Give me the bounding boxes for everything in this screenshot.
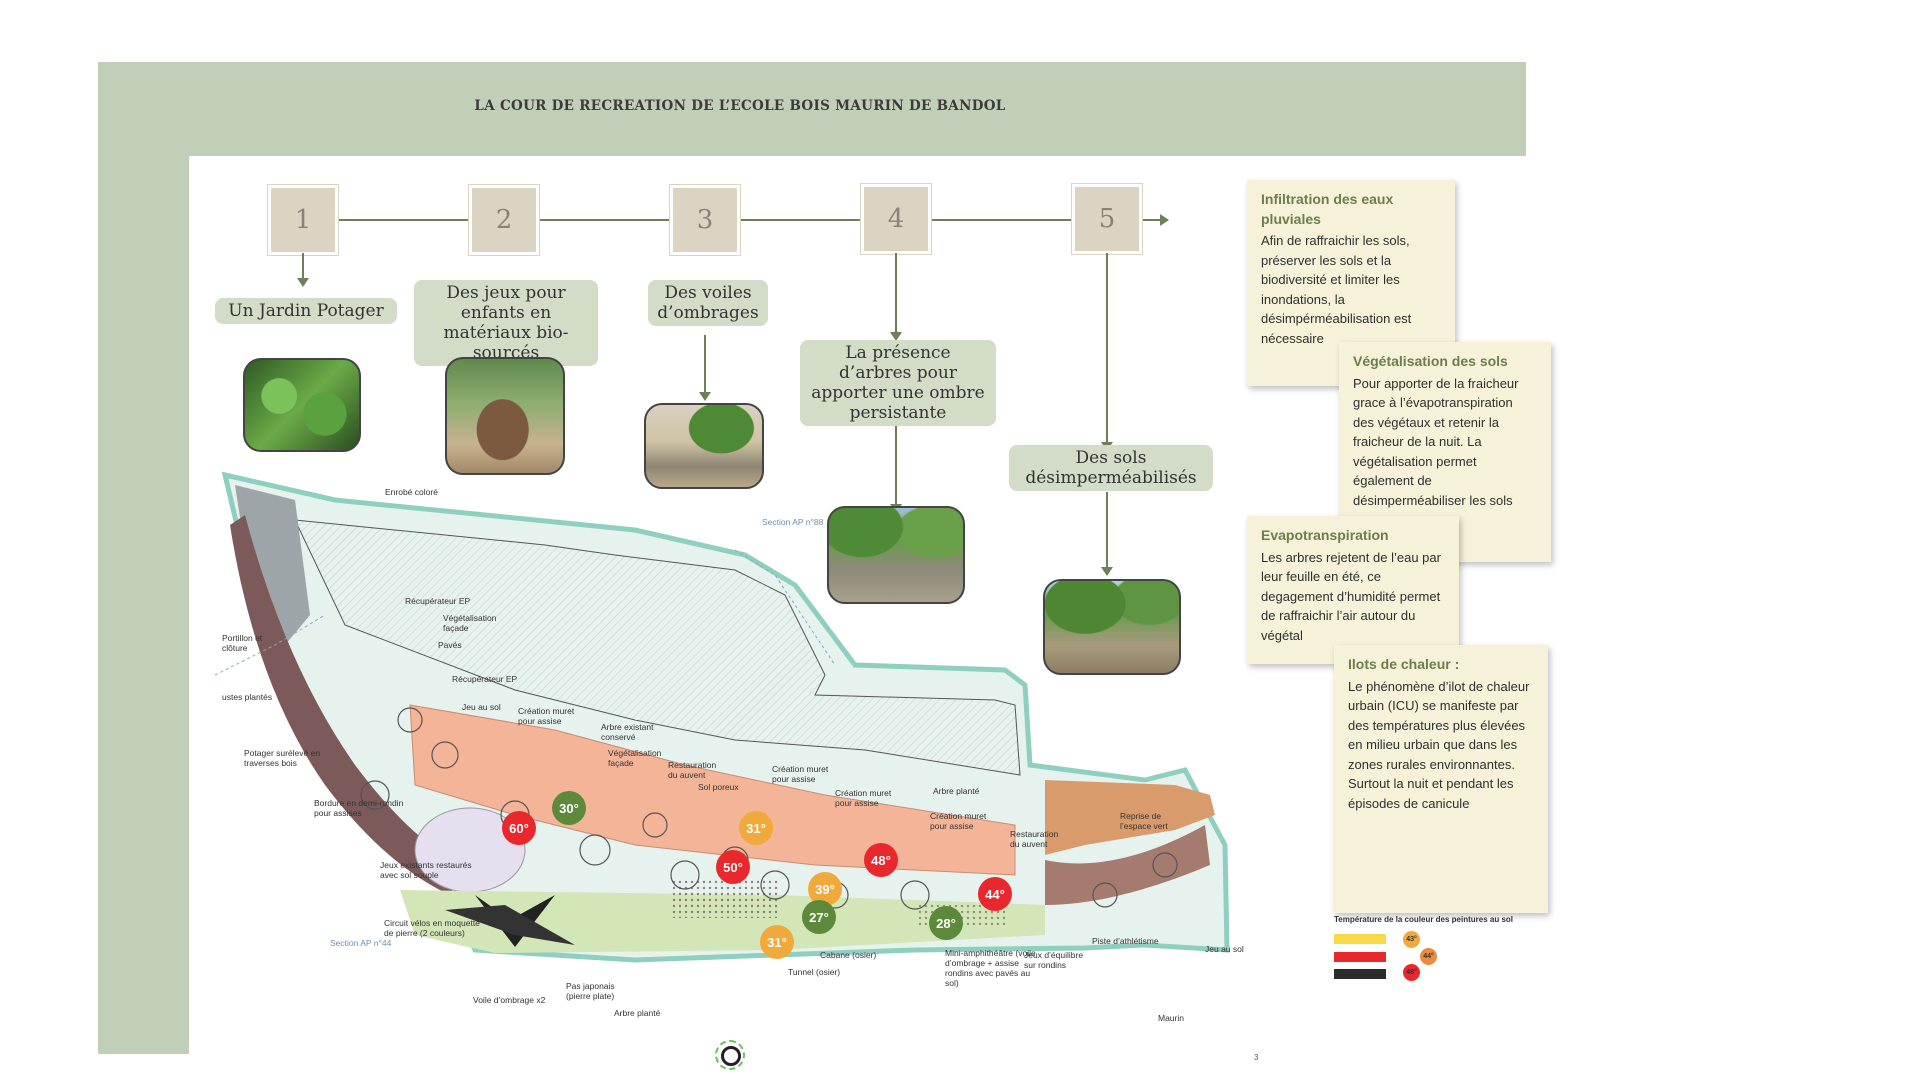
- permeable-ground-photo: [1043, 579, 1181, 675]
- shade-sail-2: [445, 905, 575, 945]
- step-5-arrow-2: [1101, 492, 1113, 576]
- temperature-marker: 44°: [978, 877, 1012, 911]
- label-muret-1: Création muret pour assise: [518, 706, 575, 726]
- label-section-1: Section AP n°88: [762, 517, 824, 527]
- temperature-marker: 27°: [802, 900, 836, 934]
- trees-photo: [827, 506, 965, 604]
- note-title: Infiltration des eaux pluviales: [1261, 191, 1394, 227]
- note-ilots-chaleur: Ilots de chaleur : Le phénomène d’ilot d…: [1334, 645, 1548, 913]
- label-arbre-plante: Arbre planté: [933, 786, 980, 796]
- step-1-label: Un Jardin Potager: [215, 298, 397, 324]
- legend-swatch-yellow: [1334, 934, 1386, 944]
- label-arbre-plante-2: Arbre planté: [614, 1008, 661, 1018]
- note-text: Les arbres rejetent de l’eau par leur fe…: [1261, 549, 1441, 643]
- label-enrobe: Enrobé coloré: [385, 487, 438, 497]
- cadastral-line: [215, 614, 326, 676]
- legend-temp: 43°: [1403, 931, 1420, 948]
- logo-icon: [721, 1046, 741, 1066]
- legend-temp: 44°: [1420, 948, 1437, 965]
- legend-swatch-black: [1334, 969, 1386, 979]
- label-potager: Potager surélevé en traverses bois: [244, 748, 321, 768]
- paved-patch: [670, 880, 780, 918]
- step-5-arrow: [1101, 253, 1113, 451]
- legend-swatch-red: [1334, 952, 1386, 962]
- note-text: Pour apporter de la fraicheur grace à l’…: [1353, 375, 1519, 508]
- label-piste: Piste d’athlétisme: [1092, 936, 1159, 946]
- shade-sail-photo: [644, 403, 764, 489]
- label-muret-3: Création muret pour assise: [835, 788, 892, 808]
- site-plan: [215, 471, 1230, 963]
- step-3-arrow: [699, 335, 711, 401]
- label-recuperateur-2: Récupérateur EP: [452, 674, 518, 684]
- label-jeux-restaures: Jeux existants restaurés avec sol souple: [380, 860, 472, 880]
- label-circuit-velos: Circuit vélos en moquette de pierre (2 c…: [384, 918, 480, 938]
- timeline-arrowhead: [1160, 214, 1169, 226]
- label-portillon: Portillon et clôture: [222, 633, 263, 653]
- temperature-marker: 31°: [739, 811, 773, 845]
- label-vegetalisation-facade-2: Végétalisation façade: [608, 748, 662, 768]
- label-restauration-auvent: Restauration du auvent: [668, 760, 717, 780]
- step-4-marker: 4: [864, 187, 928, 251]
- note-evapotranspiration: Evapotranspiration Les arbres rejetent d…: [1247, 516, 1459, 664]
- label-bordure: Bordure en demi-rondin pour assises: [314, 798, 404, 818]
- label-jeu-sol: Jeu au sol: [462, 702, 501, 712]
- step-4-label: La présence d’arbres pour apporter une o…: [800, 340, 996, 426]
- step-1-arrow: [297, 253, 309, 287]
- note-text: Le phénomène d’ilot de chaleur urbain (I…: [1348, 678, 1530, 811]
- label-muret-2: Création muret pour assise: [772, 764, 829, 784]
- label-vegetalisation-facade: Végétalisation façade: [443, 613, 497, 633]
- temperature-marker: 31°: [760, 925, 794, 959]
- building-footprint: [294, 519, 1021, 776]
- label-section-2: Section AP n°44: [330, 938, 392, 948]
- step-3-marker: 3: [673, 188, 737, 252]
- page-title: LA COUR DE RECREATION DE L’ECOLE BOIS MA…: [474, 98, 1006, 114]
- logo-ring: [715, 1040, 745, 1070]
- label-maurin: Maurin: [1158, 1013, 1184, 1023]
- vegetable-garden-photo: [243, 358, 361, 452]
- temperature-marker: 48°: [864, 843, 898, 877]
- temperature-marker: 50°: [716, 850, 750, 884]
- label-cabane: Cabane (osier): [820, 950, 877, 960]
- step-5-label: Des sols désimperméabilisés: [1009, 445, 1213, 491]
- play-structure-photo: [445, 357, 565, 475]
- note-title: Evapotranspiration: [1261, 527, 1389, 543]
- label-jeux-equilibre: Jeux d’équilibre sur rondins: [1024, 950, 1084, 970]
- curved-walkway: [1045, 825, 1210, 905]
- step-1-marker: 1: [271, 188, 335, 252]
- orange-lawn: [1045, 780, 1215, 855]
- note-title: Végétalisation des sols: [1353, 353, 1508, 369]
- label-plantes: ustes plantés: [222, 692, 273, 702]
- temperature-marker: 60°: [502, 811, 536, 845]
- step-5-marker: 5: [1075, 187, 1139, 251]
- legend-temp: 48°: [1403, 964, 1420, 981]
- label-pas-japonais: Pas japonais (pierre plate): [566, 981, 615, 1001]
- note-text: Afin de raffraichir les sols, préserver …: [1261, 233, 1412, 346]
- step-2-label: Des jeux pour enfants en matériaux bio-s…: [414, 280, 598, 366]
- left-band: [98, 62, 189, 1054]
- temperature-marker: 28°: [929, 906, 963, 940]
- page-number: 3: [1254, 1053, 1259, 1062]
- label-sol-poreux: Sol poreux: [698, 782, 739, 792]
- label-mini-amphi: Mini-amphithéâtre (voile d’ombrage + ass…: [945, 948, 1036, 988]
- note-title: Ilots de chaleur :: [1348, 656, 1460, 672]
- header-band: [98, 62, 1526, 156]
- step-2-marker: 2: [472, 188, 536, 252]
- label-paves: Pavés: [438, 640, 462, 650]
- step-3-label: Des voiles d’ombrages: [648, 280, 768, 326]
- temperature-marker: 30°: [552, 791, 586, 825]
- legend-title: Température de la couleur des peintures …: [1334, 915, 1514, 924]
- label-tunnel: Tunnel (osier): [788, 967, 841, 977]
- label-jeu-sol-2: Jeu au sol: [1205, 944, 1244, 954]
- step-4-arrow: [890, 253, 902, 341]
- label-reprise: Reprise de l’espace vert: [1120, 811, 1168, 831]
- label-muret-4: Création muret pour assise: [930, 811, 987, 831]
- orange-terrace: [409, 704, 1016, 876]
- label-recuperateur-1: Récupérateur EP: [405, 596, 471, 606]
- label-arbre-conserve: Arbre existant conservé: [601, 722, 654, 742]
- label-voile: Voile d’ombrage x2: [473, 995, 546, 1005]
- label-restauration-auvent-2: Restauration du auvent: [1010, 829, 1059, 849]
